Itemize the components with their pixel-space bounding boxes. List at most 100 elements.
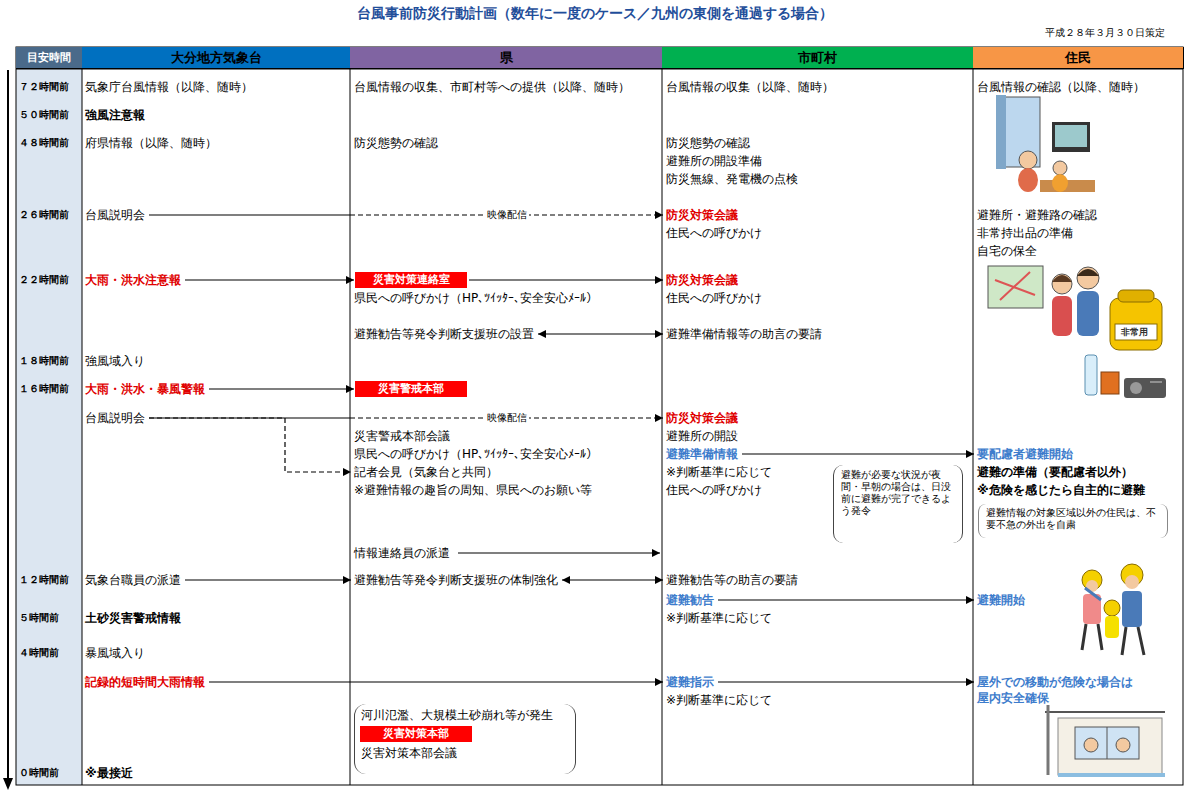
time-label: １６時間前 (19, 381, 69, 397)
emergency-kit-illustration (1085, 290, 1166, 398)
note-callout: 避難が必要な状況が夜間・早朝の場合は、日没前に避難が完了できるよう発令 (833, 465, 963, 543)
note-text: 避難所・避難路の確認 (977, 207, 1097, 223)
node-text: 避難勧告等の助言の要請 (666, 572, 798, 588)
note-text: 住民への呼びかけ (666, 225, 762, 241)
event-text: 気象台職員の派遣 (83, 572, 183, 588)
note-text: 避難の準備（要配慮者以外） (977, 464, 1133, 480)
event-text: 避難勧告 (664, 592, 716, 608)
bracket-box: 河川氾濫、大規模土砂崩れ等が発生災害対策本部会議災害対策本部 (354, 704, 576, 774)
event-text: 屋外での移動が危険な場合は 屋内安全確保 (975, 674, 1147, 706)
edge-label: 映像配信 (485, 207, 529, 223)
node-text: 屋外での移動が危険な場合は 屋内安全確保 (977, 674, 1145, 706)
column-header: 住民 (973, 47, 1184, 69)
node-text: 気象台職員の派遣 (85, 572, 181, 588)
note-text: 自宅の保全 (977, 243, 1037, 259)
node-text: 台風説明会 (85, 207, 145, 223)
event-text: 避難準備情報 (664, 446, 740, 462)
family-map-illustration (988, 266, 1099, 336)
node-text: 記録的短時間大雨情報 (85, 674, 205, 690)
connector-line (562, 579, 663, 580)
note-text: ※最接近 (85, 765, 133, 781)
event-text: 避難指示 (664, 674, 716, 690)
note-text: 土砂災害警戒情報 (85, 610, 181, 626)
note-text: ※判断基準に応じて (666, 692, 772, 708)
connector-line (469, 279, 663, 280)
note-text: 台風情報の収集（以降、随時） (666, 79, 834, 95)
connector-line (718, 681, 974, 682)
node-text: 避難指示 (666, 674, 714, 690)
note-text: 府県情報（以降、随時） (85, 135, 217, 151)
note-text: 避難所の開設 (666, 428, 738, 444)
column-header: 大分地方気象台 (82, 47, 351, 69)
headquarters-box: 災害警戒本部 (355, 381, 467, 397)
note-text: 台風情報の確認（以降、随時） (977, 79, 1145, 95)
node-text: 防災対策会議 (666, 207, 738, 223)
node-text: 避難勧告等発令判断支援班の設置 (354, 326, 534, 342)
note-text: 住民への呼びかけ (666, 290, 762, 306)
node-text: 防災対策会議 (666, 272, 738, 288)
table-grid (16, 47, 1183, 785)
event-text: 避難勧告等の助言の要請 (664, 572, 800, 588)
node-text: 住民 (973, 47, 1183, 69)
time-label: ０時間前 (19, 765, 59, 781)
time-label: ５時間前 (19, 610, 59, 626)
note-text: 平成２８年３月３０日策定 (1045, 25, 1165, 41)
node-text: 防災対策会議 (666, 410, 738, 426)
connector-line (185, 579, 351, 580)
note-text: 防災態勢の確認 (666, 135, 750, 151)
headquarters-box: 災害対策連絡室 (355, 272, 467, 288)
note-text: 避難所の開設準備 (666, 153, 762, 169)
event-text: 大雨・洪水注意報 (83, 272, 183, 288)
event-text: 記録的短時間大雨情報 (83, 674, 207, 690)
event-text: 防災対策会議 (664, 207, 740, 223)
event-text: 防災対策会議 (664, 410, 740, 426)
event-text: 避難勧告等発令判断支援班の設置 (352, 326, 536, 342)
edge-label: 映像配信 (485, 410, 529, 426)
connector-line (209, 681, 663, 682)
bag-tag: 非常用 (1121, 324, 1148, 340)
connector-line (538, 333, 663, 334)
node-text: 河川氾濫、大規模土砂崩れ等が発生 (361, 707, 569, 723)
note-text: 台風情報の収集、市町村等への提供（以降、随時） (354, 79, 630, 95)
note-text: 非常持出品の準備 (977, 225, 1073, 241)
time-label: ４８時間前 (19, 135, 69, 151)
note-text: 住民への呼びかけ (666, 482, 762, 498)
node-text: 避難勧告等発令判断支援班の体制強化 (354, 572, 558, 588)
connector-line (149, 214, 350, 215)
house-illustration (1045, 705, 1165, 775)
node-text: 避難準備情報 (666, 446, 738, 462)
note-text: 災害警戒本部会議 (354, 428, 450, 444)
chart-title: 台風事前防災行動計画（数年に一度のケース／九州の東側を通過する場合） (0, 4, 1189, 22)
connector (469, 280, 663, 281)
connector (185, 580, 351, 581)
event-text: 防災対策会議 (664, 272, 740, 288)
event-text: 情報連絡員の派遣 (352, 545, 452, 561)
event-text: 大雨・洪水・暴風警報 (83, 381, 207, 397)
node-text: 大雨・洪水注意報 (85, 272, 181, 288)
node-text: 避難準備情報等の助言の要請 (666, 326, 822, 342)
node-text: 県 (350, 47, 662, 69)
event-text: 避難開始 (975, 592, 1027, 608)
node-text: 避難勧告 (666, 592, 714, 608)
note-text: ※判断基準に応じて (666, 464, 772, 480)
node-text: 大分地方気象台 (82, 47, 350, 69)
node-text: 要配慮者避難開始 (977, 446, 1073, 462)
connector (185, 280, 354, 281)
event-text: 要配慮者避難開始 (975, 446, 1075, 462)
evacuating-children-illustration (1082, 564, 1144, 655)
node-text: 災害警戒本部 (355, 381, 467, 397)
node-text: 災害対策連絡室 (355, 272, 467, 288)
node-text: 災害対策本部会議 (361, 745, 569, 761)
headquarters-box: 災害対策本部 (360, 726, 472, 742)
connector-line (742, 453, 974, 454)
connector (149, 215, 663, 216)
connector (209, 682, 663, 683)
note-text: 防災無線、発電機の点検 (666, 171, 798, 187)
dispatch-arrow (458, 553, 660, 554)
event-text: 台風説明会 (83, 410, 147, 426)
column-header: 目安時間 (16, 47, 83, 69)
note-text: 県民への呼びかけ（HP、ﾂｲｯﾀｰ、安全安心ﾒｰﾙ） (354, 290, 593, 306)
family-tv-illustration (996, 95, 1095, 192)
time-label: ２６時間前 (19, 207, 69, 223)
